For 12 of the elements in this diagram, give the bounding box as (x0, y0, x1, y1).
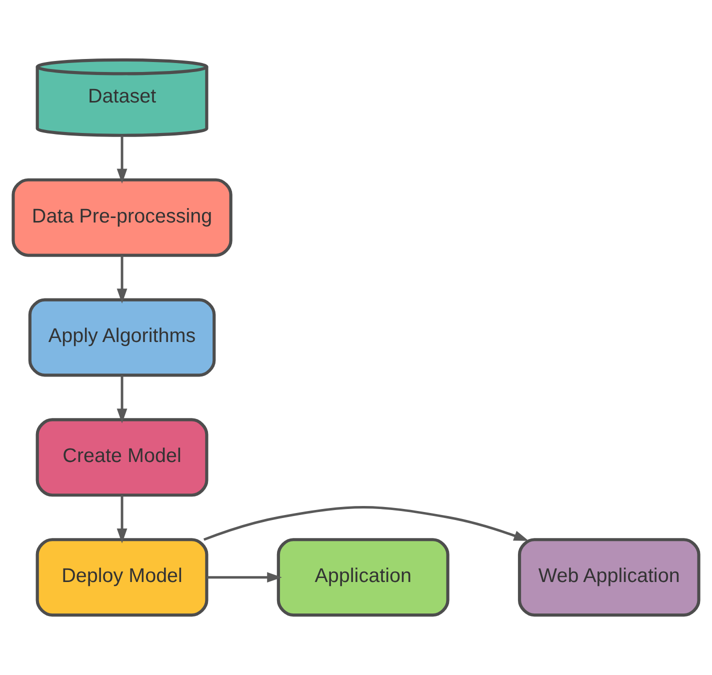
arrow (116, 255, 128, 304)
node-box: Apply Algorithms (28, 298, 216, 377)
arrow (116, 135, 128, 184)
node-box: Web Application (518, 538, 700, 617)
node-box: Deploy Model (36, 538, 208, 617)
arrow (206, 572, 282, 583)
node-box: Application (276, 538, 450, 617)
arrow (116, 495, 128, 544)
arrow (203, 506, 529, 541)
node-box: Create Model (36, 418, 208, 497)
node-box: Data Pre-processing (12, 178, 232, 257)
arrow (116, 375, 128, 424)
